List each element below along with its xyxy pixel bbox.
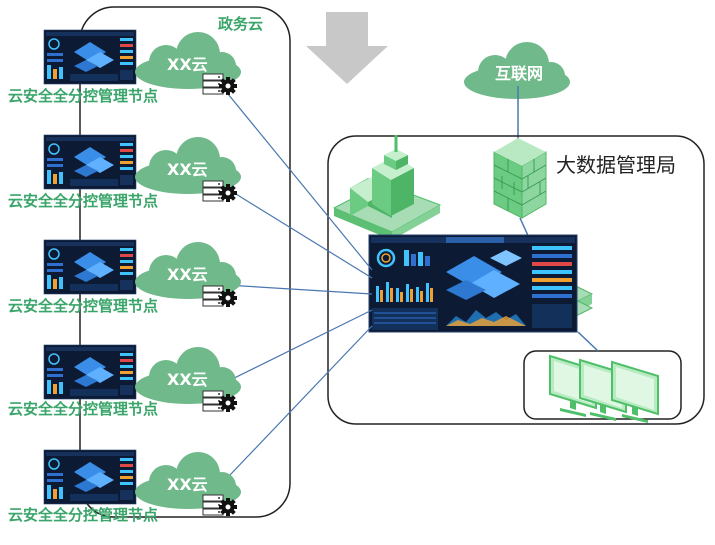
down-arrow-icon <box>306 12 388 84</box>
node-dashboard-thumbnail <box>43 344 137 400</box>
main-dashboard-screen <box>368 234 578 333</box>
internet-cloud: 互联网 <box>464 42 570 99</box>
node-label: 云安全全分控管理节点 <box>8 87 158 105</box>
node-label: 云安全全分控管理节点 <box>8 297 158 315</box>
internet-label: 互联网 <box>495 64 543 83</box>
node-3: XX云 云安全全分控管理节点 <box>8 239 241 315</box>
client-link <box>577 331 599 352</box>
node-5: XX云 云安全全分控管理节点 <box>8 449 241 524</box>
node-cloud-label: XX云 <box>167 55 208 74</box>
node-dashboard-thumbnail <box>43 134 137 190</box>
node-4: XX云 云安全全分控管理节点 <box>8 344 241 418</box>
node-cloud-label: XX云 <box>167 160 208 179</box>
node-dashboard-thumbnail <box>43 449 137 505</box>
node-label: 云安全全分控管理节点 <box>8 192 158 210</box>
node-cloud-label: XX云 <box>167 265 208 284</box>
node-cloud-label: XX云 <box>167 370 208 389</box>
firewall-icon <box>493 138 547 219</box>
node-cloud-label: XX云 <box>167 475 208 494</box>
node-label: 云安全全分控管理节点 <box>8 400 158 418</box>
node-label: 云安全全分控管理节点 <box>8 506 158 524</box>
node-2: XX云 云安全全分控管理节点 <box>8 134 241 210</box>
gov-cloud-title: 政务云 <box>218 15 263 33</box>
building-icon <box>332 135 442 240</box>
node-dashboard-thumbnail <box>43 239 137 295</box>
bureau-boundary <box>327 135 705 425</box>
bureau-label: 大数据管理局 <box>556 153 676 177</box>
node-1: XX云 云安全全分控管理节点 <box>8 29 241 105</box>
node-dashboard-thumbnail <box>43 29 137 85</box>
